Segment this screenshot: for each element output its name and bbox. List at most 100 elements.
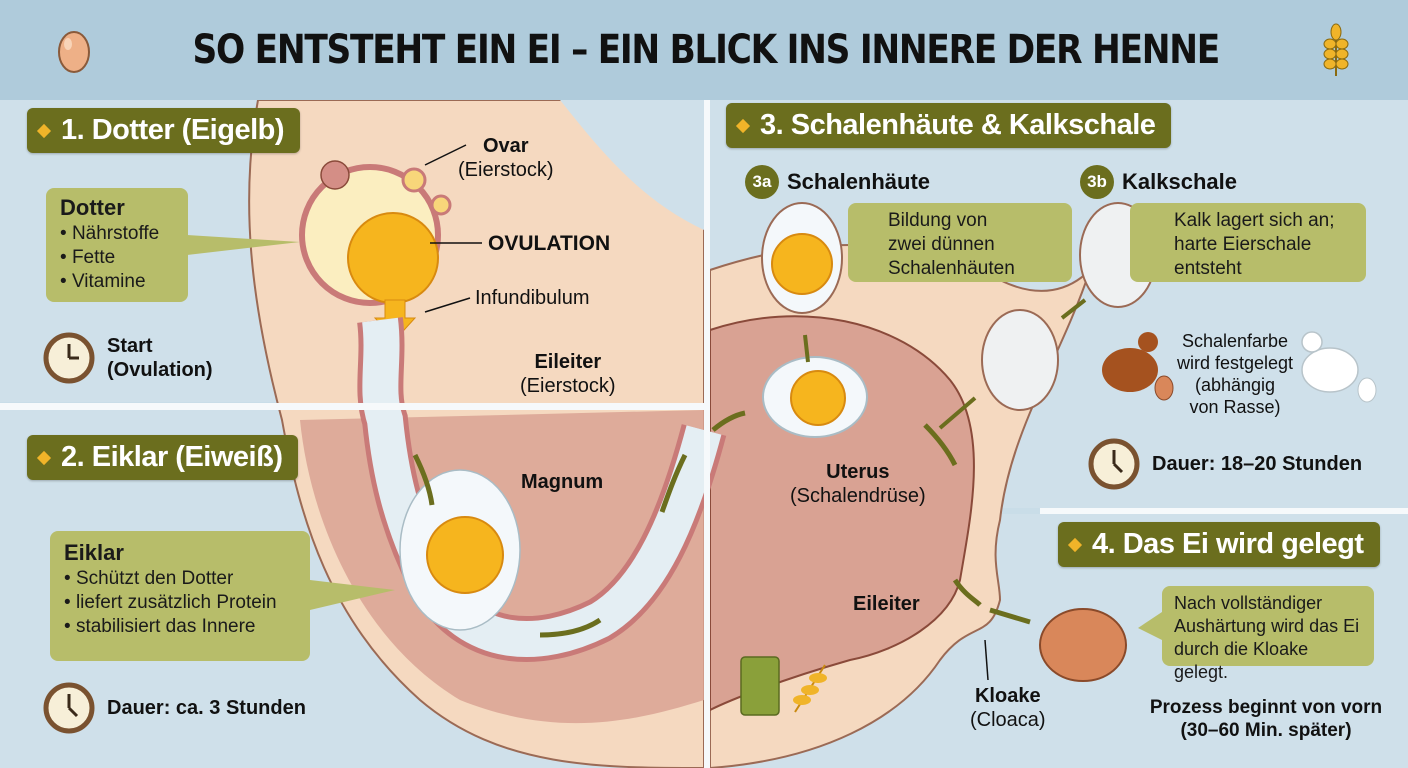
white-hen-icon [1301, 331, 1377, 403]
label-uterus-sub: (Schalendrüse) [790, 485, 926, 507]
clock-icon [1088, 438, 1140, 490]
callout-3b-line: entsteht [1174, 258, 1242, 279]
section-3-time: Dauer: 18–20 Stunden [1088, 438, 1362, 490]
label-uterus: Uterus (Schalendrüse) [790, 460, 926, 508]
callout-3b: Kalk lagert sich an; harte Eierschale en… [1130, 203, 1366, 282]
label-magnum: Magnum [521, 471, 604, 493]
dotter-callout-title: Dotter [60, 195, 125, 220]
label-ovar: Ovar (Eierstock) [458, 134, 554, 182]
sub-3a-heading: 3a Schalenhäute [745, 165, 930, 199]
divider-vertical [704, 100, 710, 768]
dotter-item: Vitamine [60, 270, 174, 294]
duration-section-2: Dauer: ca. 3 Stunden [107, 697, 306, 719]
shell-color-line: von Rasse) [1189, 397, 1281, 417]
flow-arrow-4 [711, 410, 746, 432]
section-1-time: Start (Ovulation) [43, 332, 213, 384]
label-ovulation: OVULATION [488, 232, 611, 255]
laid-egg-callout: Nach vollständiger Aushärtung wird das E… [1162, 586, 1374, 682]
brown-hen-icon [1102, 332, 1174, 401]
yolk-magnum [426, 516, 504, 594]
divider-left [0, 403, 704, 410]
start-label: Start [107, 335, 153, 357]
callout-3a: Bildung von zwei dünnen Schalenhäuten [848, 203, 1072, 282]
callout-3b-line: harte Eierschale [1174, 234, 1312, 255]
callout-pointer-laid [1138, 612, 1162, 640]
eiklar-item: liefert zusätzlich Protein [64, 591, 296, 615]
eiklar-item: Schützt den Dotter [64, 567, 296, 591]
diamond-bullet-icon [1067, 537, 1083, 552]
clock-icon [43, 332, 95, 384]
section-2-title: 2. Eiklar (Eiweiß) [61, 441, 283, 473]
label-kloake-name: Kloake [974, 685, 1041, 707]
section-2-time: Dauer: ca. 3 Stunden [43, 682, 306, 734]
laid-egg-line: durch die Kloake gelegt. [1174, 639, 1309, 682]
follicle-1 [320, 160, 350, 190]
sub-3a-title: Schalenhäute [787, 169, 931, 194]
eiklar-callout: Eiklar Schützt den Dotter liefert zusätz… [50, 531, 310, 661]
label-eileiter-bottom: Eileiter [853, 593, 920, 615]
page-header: SO ENTSTEHT EIN EI – EIN BLICK INS INNER… [0, 0, 1408, 100]
callout-3a-line: Bildung von [888, 210, 988, 231]
label-eileiter-top-name: Eileiter [534, 351, 602, 373]
yolk-3a [771, 233, 833, 295]
shell-color-line: wird festgelegt [1176, 353, 1294, 373]
laid-egg-line: Aushärtung wird das Ei [1174, 616, 1360, 636]
start-sub-label: (Ovulation) [107, 359, 213, 381]
egg-icon [58, 31, 91, 73]
label-eileiter-top: Eileiter (Eierstock) [520, 350, 616, 398]
yolk-uterus [790, 370, 846, 426]
leader-kloake [984, 639, 989, 681]
restart-line: (30–60 Min. später) [1180, 720, 1352, 741]
flow-arrow-1 [412, 453, 435, 506]
feed-bag-icon [740, 656, 780, 716]
shell-color-line: (abhängig [1194, 375, 1276, 395]
wheat-icon-small [793, 664, 827, 713]
flow-arrow-2 [539, 617, 602, 638]
dotter-item: Nährstoffe [60, 222, 174, 246]
callout-3a-line: zwei dünnen [888, 234, 995, 255]
label-infundibulum: Infundibulum [475, 287, 590, 309]
callout-3b-line: Kalk lagert sich an; [1174, 210, 1335, 231]
section-3-title: 3. Schalenhäute & Kalkschale [760, 109, 1156, 141]
label-kloake-sub: (Cloaca) [970, 709, 1046, 731]
restart-note: Prozess beginnt von vorn (30–60 Min. spä… [1148, 696, 1384, 742]
flow-arrow-8 [952, 578, 982, 607]
restart-line: Prozess beginnt von vorn [1149, 697, 1383, 718]
wheat-icon [1323, 23, 1349, 76]
egg-white-shell [981, 309, 1059, 411]
flow-arrow-5 [803, 334, 810, 363]
callout-3a-line: Schalenhäuten [888, 258, 1015, 279]
label-uterus-name: Uterus [826, 461, 890, 483]
flow-arrow-6 [938, 396, 977, 430]
follicle-2 [401, 167, 427, 193]
eiklar-callout-title: Eiklar [64, 540, 124, 565]
yolk-ovulation [347, 212, 439, 304]
flow-arrow-10 [1060, 298, 1087, 320]
label-ovar-name: Ovar [482, 135, 529, 157]
section-1-heading: 1. Dotter (Eigelb) [27, 108, 301, 153]
flow-arrow-7 [923, 423, 958, 467]
divider-right [1040, 508, 1408, 514]
callout-pointer-eiklar [310, 580, 395, 610]
sub-3b-heading: 3b Kalkschale [1080, 165, 1237, 199]
label-eileiter-top-sub: (Eierstock) [520, 375, 616, 397]
flow-arrow-3 [659, 453, 688, 513]
badge-3a: 3a [745, 165, 779, 199]
sub-3b-title: Kalkschale [1122, 169, 1237, 194]
leader-infundibulum [424, 297, 471, 313]
flow-arrow-9 [989, 607, 1031, 625]
diamond-bullet-icon [36, 123, 52, 138]
hen-body-left-upper-blue [560, 100, 704, 230]
leader-ovar [424, 144, 467, 166]
section-2-heading: 2. Eiklar (Eiweiß) [27, 435, 299, 480]
eiklar-item: stabilisiert das Innere [64, 615, 296, 639]
page-title: SO ENTSTEHT EIN EI – EIN BLICK INS INNER… [192, 27, 1221, 73]
duration-section-3: Dauer: 18–20 Stunden [1152, 453, 1363, 475]
section-4-title: 4. Das Ei wird gelegt [1092, 528, 1364, 560]
diamond-bullet-icon [36, 450, 52, 465]
follicle-3 [430, 194, 452, 216]
section-4-heading: 4. Das Ei wird gelegt [1058, 522, 1380, 567]
shell-color-note: Schalenfarbe wird festgelegt (abhängig v… [1175, 330, 1295, 418]
callout-pointer-dotter [187, 235, 300, 255]
diamond-bullet-icon [735, 118, 751, 133]
